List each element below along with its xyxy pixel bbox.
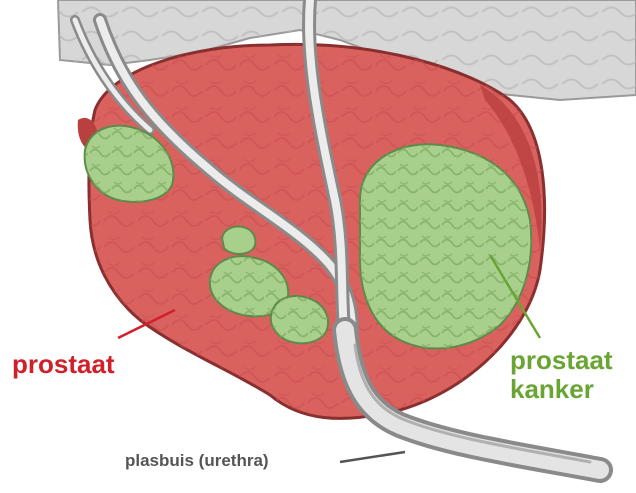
prostate-cancer-label: prostaat kanker (510, 346, 613, 403)
prostate-cancer-label-line2: kanker (510, 375, 613, 404)
prostate-cancer-label-line1: prostaat (510, 346, 613, 375)
urethra-leader-line (340, 452, 405, 462)
tumor-small-top (222, 226, 255, 253)
prostate-label: prostaat (12, 350, 115, 379)
urethra-label: plasbuis (urethra) (125, 452, 269, 471)
